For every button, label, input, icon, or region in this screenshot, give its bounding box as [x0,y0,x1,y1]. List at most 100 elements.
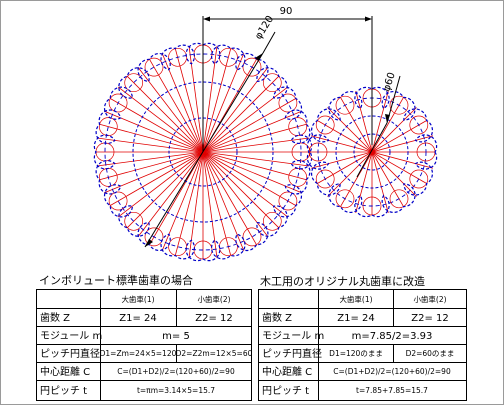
right-row-teeth-large: Z1= 24 [337,313,375,324]
small-gear-tooth-circle [389,189,409,209]
left-row-center-distance-value: C=(D1+D2)/2=(120+60)/2=90 [117,367,235,376]
large-gear-radial-line [202,151,245,252]
large-gear-ring [168,117,238,187]
right-row-teeth-label: 歯数 Z [262,311,292,324]
large-gear-tooth-circle [144,57,164,77]
large-gear-pitch-circle [104,53,302,251]
left-row-pitch-diameter-large: D1=Zm=24×5=120 [100,349,177,358]
large-gear-tooth-circle [168,237,187,257]
large-gear-radial-line [202,76,279,153]
left-row-module-value: m= 5 [162,331,190,342]
small-gear-radial-line [371,97,404,153]
large-gear-tooth-circle [108,191,128,211]
right-row-module-label: モジュール m [262,331,324,342]
large-gear-radial-line [202,137,310,153]
left-row-pitch-diameter-small: D2=Z2m=12×5=60 [176,349,253,358]
small-gear-radial-line [327,151,373,197]
right-row-pitch-diameter-large: D1=120のまま [329,349,383,358]
right-col-header-small: 小歯車(2) [413,294,446,304]
right-table: 木工用のオリジナル丸歯車に改造 大歯車(1) 小歯車(2) 歯数 Z Z1= 2… [258,274,467,401]
small-gear-outline [306,86,438,218]
small-gear-radial-line [371,120,427,153]
large-gear-radial-line [202,151,218,259]
large-gear-tooth-circle [262,73,282,93]
right-row-center-distance-label: 中心距離 C [262,365,312,378]
large-gear-radial-line [202,123,307,153]
small-gear-tooth-circle [409,169,429,189]
small-gear-tooth-circle [409,115,429,135]
small-gear-tooth-circle [335,189,355,209]
small-gear-radial-line [371,151,427,184]
small-gear-radial-line [317,151,373,184]
small-gear-ring [353,133,391,171]
large-gear-radial-line [174,48,204,153]
large-gear-radial-line [110,98,204,153]
large-gear-radial-line [117,86,204,153]
small-gear-radial-line [340,151,373,207]
large-gear-radial-line [202,45,218,153]
left-row-teeth-small: Z2= 12 [195,313,233,324]
large-gear-radial-line [202,151,279,228]
small-gear-radial-line [355,90,373,153]
large-gear-tooth-circle [124,73,144,93]
large-gear-radial-line [149,151,204,245]
large-gear-radial-line [202,151,232,256]
large-gear-radial-line [127,151,204,228]
large-gear-radial-line [202,151,257,245]
left-row-teeth-label: 歯数 Z [40,311,70,324]
small-gear-tooth-circle [362,196,382,216]
large-gear-radial-line [110,151,204,206]
large-gear [93,42,313,262]
large-gear-radial-line [202,98,296,153]
large-gear-radial-line [202,48,232,153]
small-gear-radial-line [371,90,389,153]
large-gear-radial-line [202,151,296,206]
large-gear-tooth-circle [108,93,128,113]
small-gear-radial-line [371,151,434,169]
small-gear-radial-line [355,151,373,214]
large-gear-tooth-circle [144,227,164,247]
right-row-pitch-diameter-small: D2=60のまま [406,349,455,358]
small-gear-tooth-circle [389,95,409,115]
left-row-circular-pitch-label: 円ピッチ t [40,385,87,397]
large-gear-radial-line [99,151,204,181]
large-gear-tooth-circle [278,93,298,113]
small-gear-radial-line [317,120,373,153]
right-row-teeth-small: Z2= 12 [411,313,449,324]
left-row-module-label: モジュール m [40,331,102,342]
large-gear-tooth-circle [168,47,187,67]
small-gear [306,86,438,218]
large-gear-radial-line [127,76,204,153]
right-row-circular-pitch-value: t=7.85+7.85=15.7 [356,386,428,395]
small-gear-radial-line [371,107,417,153]
large-gear-radial-line [174,151,204,256]
large-gear-radial-line [202,151,307,181]
small-gear-radial-line [310,151,373,169]
center-distance-dimension: 90 [202,6,373,152]
right-row-module-value: m=7.85/2=3.93 [352,331,433,342]
small-gear-radial-line [371,135,434,153]
large-gear-radial-line [202,151,310,167]
left-row-teeth-large: Z1= 24 [119,313,157,324]
large-diameter-label: φ120 [253,14,276,42]
left-table: インボリュート標準歯車の場合 大歯車(1) 小歯車(2) 歯数 Z Z1= 24… [36,273,253,401]
large-gear-radial-line [202,52,245,153]
large-gear-ring [132,81,274,223]
left-row-circular-pitch-value: t=πm=3.14×5=15.7 [137,386,215,395]
right-row-circular-pitch-label: 円ピッチ t [262,385,309,397]
small-gear-ring [335,115,409,189]
right-row-center-distance-value: C=(D1+D2)/2=(120+60)/2=90 [333,367,451,376]
small-gear-radial-line [371,151,417,197]
small-gear-radial-line [371,151,389,214]
large-gear-tooth-circle [242,57,262,77]
large-gear-radial-line [99,123,204,153]
right-col-header-large: 大歯車(1) [339,294,372,304]
center-distance-label: 90 [280,6,293,17]
left-row-pitch-diameter-label: ピッチ円直径 [40,347,100,360]
large-gear-radial-line [149,59,204,153]
large-gear-outline [93,42,313,262]
right-table-title: 木工用のオリジナル丸歯車に改造 [260,274,425,288]
left-col-header-large: 大歯車(1) [121,294,154,304]
large-gear-tooth-circle [278,191,298,211]
